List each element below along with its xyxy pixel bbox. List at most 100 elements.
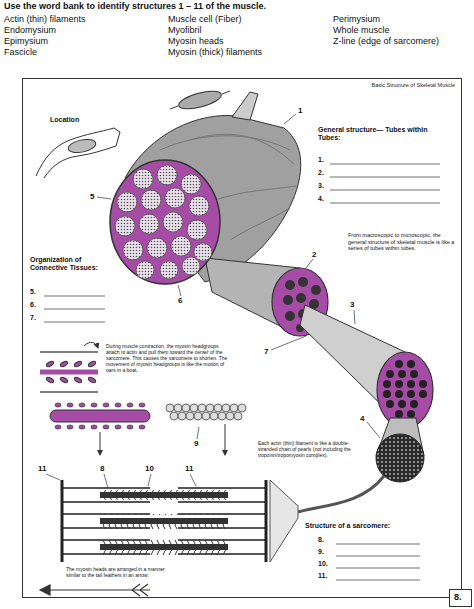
leader-lines-part bbox=[46, 474, 60, 480]
word-bank-term: Perimysium bbox=[333, 14, 380, 25]
epimysium-cross-section-part-part bbox=[165, 188, 185, 208]
callout-number: 10 bbox=[145, 464, 154, 474]
muscle-fiber-part-part bbox=[395, 380, 403, 388]
answer-lines-part bbox=[44, 322, 105, 323]
rowing-sketch-part-part bbox=[46, 360, 55, 367]
leader-lines-part bbox=[306, 259, 313, 268]
callout-number: 8 bbox=[100, 464, 104, 474]
epimysium-cross-section-part-part bbox=[187, 220, 207, 240]
answer-lines-part bbox=[44, 309, 105, 310]
frame-title: Basic Structure of Skeletal Muscle bbox=[372, 82, 455, 88]
muscle-fiber-part-part bbox=[407, 390, 415, 398]
actin-pearls-part-part bbox=[214, 404, 222, 412]
blank-number: 4. bbox=[318, 195, 324, 203]
leader-lines-part bbox=[367, 422, 380, 438]
callout-number: 6 bbox=[178, 296, 182, 306]
muscle-fiber-part-part bbox=[419, 390, 427, 398]
callout-number: 9 bbox=[194, 439, 198, 449]
word-bank-term: Whole muscle bbox=[333, 25, 390, 36]
epimysium-cross-section-part bbox=[110, 160, 220, 284]
leader-lines-part bbox=[354, 310, 355, 324]
rowing-sketch-part bbox=[46, 360, 97, 383]
small-muscle-sketch bbox=[170, 88, 230, 113]
callout-number: 2 bbox=[312, 250, 316, 260]
thick-filament-zoom-part-part bbox=[67, 425, 73, 429]
leader-lines-part bbox=[271, 336, 306, 350]
actin-pearls-part bbox=[225, 424, 226, 455]
rowing-sketch-part-part bbox=[74, 376, 83, 383]
thick-filament-zoom-part-part bbox=[139, 425, 145, 429]
note-text: Each actin (thin) filament is like a dou… bbox=[258, 440, 366, 458]
section-heading: Organization of Connective Tissues: bbox=[30, 256, 108, 273]
leader-lines-part bbox=[148, 474, 151, 486]
epimysium-cross-section-part-part bbox=[115, 216, 135, 236]
thick-filament-zoom-part bbox=[100, 432, 101, 455]
muscle-fiber-part-part bbox=[407, 380, 415, 388]
arrow-sketch-part bbox=[40, 585, 50, 595]
thick-filament-zoom-part-part bbox=[79, 425, 85, 429]
sarcomere bbox=[62, 480, 266, 562]
epimysium-cross-section-part-part bbox=[123, 240, 143, 260]
whole-muscle-part bbox=[160, 136, 290, 150]
epimysium-cross-section-part-part bbox=[157, 165, 177, 185]
sarcomere-part bbox=[100, 488, 228, 503]
thick-filament-zoom-part-part bbox=[103, 425, 109, 429]
blank-number: 6. bbox=[30, 301, 36, 309]
actin-pearls-part-part bbox=[238, 404, 246, 412]
sarcomere-part bbox=[61, 480, 64, 562]
section-heading: Location bbox=[50, 116, 79, 124]
sarcomere-part-part bbox=[100, 544, 228, 550]
blank-number: 3. bbox=[318, 182, 324, 190]
answer-lines-part bbox=[330, 164, 440, 165]
diagram-frame: Basic Structure of Skeletal Muscle bbox=[22, 78, 462, 598]
note-text: During muscle contraction, the myosin he… bbox=[106, 343, 230, 373]
thick-filament-zoom-part-part bbox=[139, 403, 145, 407]
epimysium-cross-section-part bbox=[115, 165, 212, 279]
answer-lines-part bbox=[330, 177, 440, 178]
actin-pearls-part-part bbox=[174, 404, 182, 412]
whole-muscle-part bbox=[232, 92, 258, 120]
rowing-sketch bbox=[40, 342, 98, 392]
callout-number: 4 bbox=[360, 414, 364, 424]
actin-pearls-part-part bbox=[170, 412, 178, 420]
answer-lines-part bbox=[336, 556, 420, 557]
fascicle-cross-section-part-part bbox=[296, 293, 306, 303]
fascicle-cross-section-part-part bbox=[285, 311, 295, 321]
fascicle-cross-section-part-part bbox=[311, 285, 321, 295]
rowing-sketch-part bbox=[84, 342, 98, 348]
actin-pearls-part-part bbox=[210, 412, 218, 420]
sarcomere-part bbox=[100, 514, 228, 529]
actin-pearls-part-part bbox=[166, 404, 174, 412]
blank-number: 7. bbox=[30, 314, 36, 322]
sarcomere-part bbox=[265, 480, 268, 562]
small-muscle-sketch-part bbox=[177, 88, 223, 113]
actin-pearls-part-part bbox=[178, 412, 186, 420]
thick-filament-zoom-part-part bbox=[115, 403, 121, 407]
epimysium-cross-section-part-part bbox=[139, 214, 159, 234]
fascicle-cross-section-part-part bbox=[285, 280, 295, 290]
actin-pearls-part-part bbox=[190, 404, 198, 412]
sarcomere-part bbox=[100, 540, 228, 555]
muscle-fiber-part-part bbox=[419, 380, 427, 388]
arm-sketch-part bbox=[36, 128, 114, 176]
arm-sketch bbox=[36, 128, 120, 178]
note-text: The myosin heads are arranged in a manne… bbox=[66, 566, 178, 578]
leader-lines-part bbox=[104, 474, 108, 488]
muscle-fiber bbox=[300, 305, 433, 428]
epimysium-cross-section-part-part bbox=[136, 261, 154, 279]
epimysium-cross-section bbox=[110, 160, 220, 284]
blank-number: 5. bbox=[30, 288, 36, 296]
arrow-sketch bbox=[40, 584, 150, 596]
myofibril-part bbox=[376, 434, 424, 482]
blank-number: 9. bbox=[318, 548, 324, 556]
answer-lines-part bbox=[44, 296, 105, 297]
answer-lines-part bbox=[330, 203, 440, 204]
answer-number: 8. bbox=[454, 592, 462, 602]
word-bank-term: Myofibril bbox=[168, 25, 202, 36]
muscle-fiber-part-part bbox=[398, 400, 406, 408]
actin-pearls-part-part bbox=[226, 412, 234, 420]
word-bank-term: Myosin heads bbox=[168, 36, 224, 47]
thick-filament-zoom bbox=[50, 403, 150, 455]
myofibril-part bbox=[270, 480, 298, 562]
